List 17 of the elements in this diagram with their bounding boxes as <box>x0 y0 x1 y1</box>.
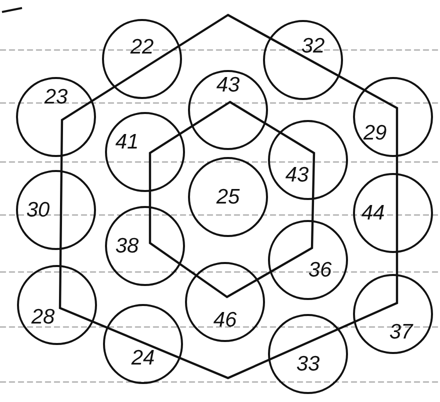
circle-number: 43 <box>216 74 240 96</box>
circle-number: 22 <box>130 36 154 58</box>
circle-number: 28 <box>31 306 55 328</box>
circle-number: 36 <box>308 260 332 280</box>
circle-number: 33 <box>296 354 320 374</box>
circle-number: 23 <box>44 86 68 108</box>
circle-number: 41 <box>115 132 139 152</box>
circle-number: 32 <box>301 36 325 56</box>
circle-number: 29 <box>363 122 387 144</box>
circle-number: 38 <box>115 236 139 256</box>
circle-number: 37 <box>389 322 413 342</box>
circle-number: 43 <box>285 164 309 186</box>
circle-number: 46 <box>213 310 237 330</box>
circle-number: 44 <box>361 202 385 224</box>
circle-number: 24 <box>131 348 155 368</box>
circle-number: 30 <box>26 200 50 220</box>
circle-number: 25 <box>216 186 240 208</box>
